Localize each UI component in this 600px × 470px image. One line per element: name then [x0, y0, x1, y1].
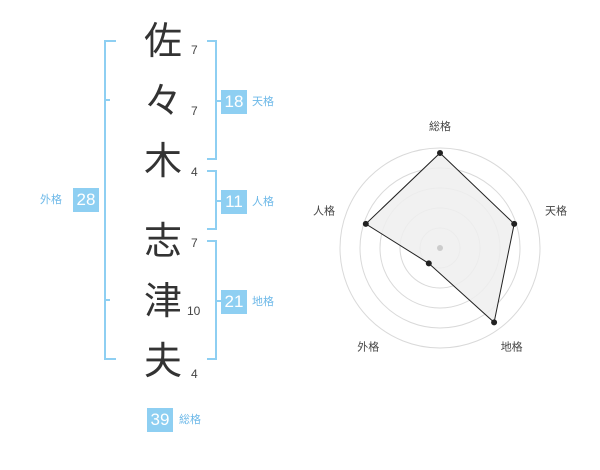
soukaku-label: 総格	[179, 413, 201, 426]
name-char-3: 木	[143, 139, 182, 183]
radar-data-polygon	[364, 152, 515, 324]
stroke-count-4: 7	[191, 236, 198, 250]
radar-point-3	[491, 319, 498, 326]
name-char-5: 津	[143, 279, 182, 323]
chikaku-badge: 21	[221, 290, 247, 314]
radar-point-4	[425, 260, 432, 267]
stroke-count-6: 4	[191, 367, 198, 381]
radar-axis-label-1: 総格	[429, 119, 451, 133]
stroke-count-1: 7	[191, 43, 198, 57]
radar-axis-label-5: 人格	[313, 203, 335, 217]
stroke-count-3: 4	[191, 165, 198, 179]
jinkaku-badge: 11	[221, 190, 247, 214]
jinkaku-label: 人格	[252, 195, 274, 208]
chikaku-label: 地格	[252, 295, 274, 308]
stroke-count-2: 7	[191, 104, 198, 118]
radar-center-dot	[437, 245, 443, 251]
radar-point-2	[511, 220, 518, 227]
gaikaku-label: 外格	[40, 193, 62, 206]
name-char-6: 夫	[143, 339, 182, 383]
tenkaku-label: 天格	[252, 95, 274, 108]
soukaku-badge: 39	[147, 408, 173, 432]
radar-axis-label-3: 地格	[501, 340, 523, 354]
radar-point-1	[437, 150, 443, 156]
radar-point-5	[362, 220, 369, 227]
tenkaku-badge: 18	[221, 90, 247, 114]
stroke-count-5: 10	[187, 304, 201, 318]
gaikaku-badge: 28	[73, 188, 99, 212]
radar-ring-5	[339, 147, 541, 349]
radar-axis-label-4: 外格	[357, 340, 379, 354]
name-char-4: 志	[143, 219, 182, 263]
name-char-1: 佐	[143, 19, 182, 63]
name-char-2: 々	[143, 79, 182, 123]
radar-axis-label-2: 天格	[545, 203, 567, 217]
